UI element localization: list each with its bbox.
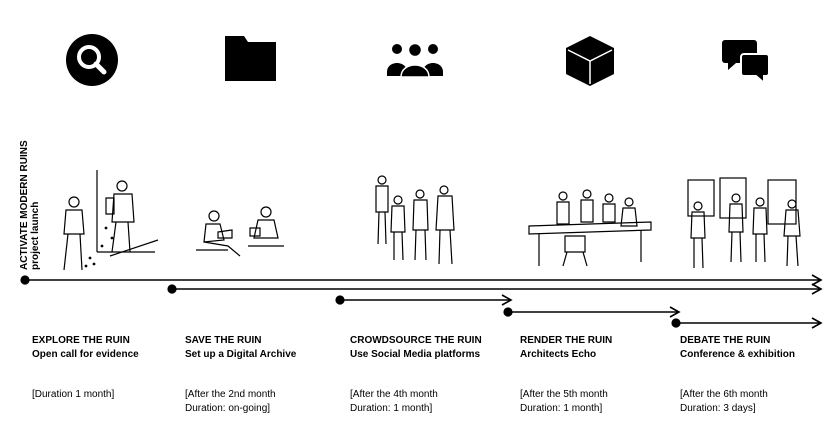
folder-icon (222, 32, 282, 92)
people-icon (385, 32, 445, 92)
stage-duration-2: Duration: on-going] (185, 403, 271, 414)
stage-subtitle: Use Social Media platforms (350, 349, 481, 360)
timeline-line-render (503, 306, 681, 318)
stage-duration-2: Duration: 1 month] (350, 403, 433, 414)
search-icon (62, 32, 122, 92)
timeline-line-explore (20, 274, 823, 286)
save-scene-illustration (188, 200, 288, 266)
stage-title: DEBATE THE RUIN (680, 335, 771, 346)
debate-scene-illustration (684, 174, 814, 272)
render-scene-illustration (525, 186, 655, 270)
stage-duration: [After the 6th month (680, 389, 768, 400)
stage-subtitle: Conference & exhibition (680, 349, 796, 360)
timeline-line-save (167, 283, 823, 295)
chat-bubbles-icon (720, 32, 780, 92)
stage-duration: [After the 4th month (350, 389, 438, 400)
stage-title: CROWDSOURCE THE RUIN (350, 335, 482, 346)
stage-subtitle: Set up a Digital Archive (185, 349, 297, 360)
stage-duration: [After the 2nd month (185, 389, 276, 400)
stage-duration-2: Duration: 3 days] (680, 403, 756, 414)
stage-subtitle: Open call for evidence (32, 349, 139, 360)
timeline-line-crowdsource (335, 294, 513, 306)
stage-title: SAVE THE RUIN (185, 335, 262, 346)
stage-title: EXPLORE THE RUIN (32, 335, 130, 346)
timeline-line-debate (671, 317, 823, 329)
crowdsource-scene-illustration (372, 172, 467, 268)
explore-scene-illustration (50, 168, 160, 274)
stage-duration: [After the 5th month (520, 389, 608, 400)
stage-subtitle: Architects Echo (520, 349, 597, 360)
cube-icon (560, 32, 620, 92)
stage-duration-2: Duration: 1 month] (520, 403, 603, 414)
stage-duration: [Duration 1 month] (32, 389, 115, 400)
stage-title: RENDER THE RUIN (520, 335, 613, 346)
